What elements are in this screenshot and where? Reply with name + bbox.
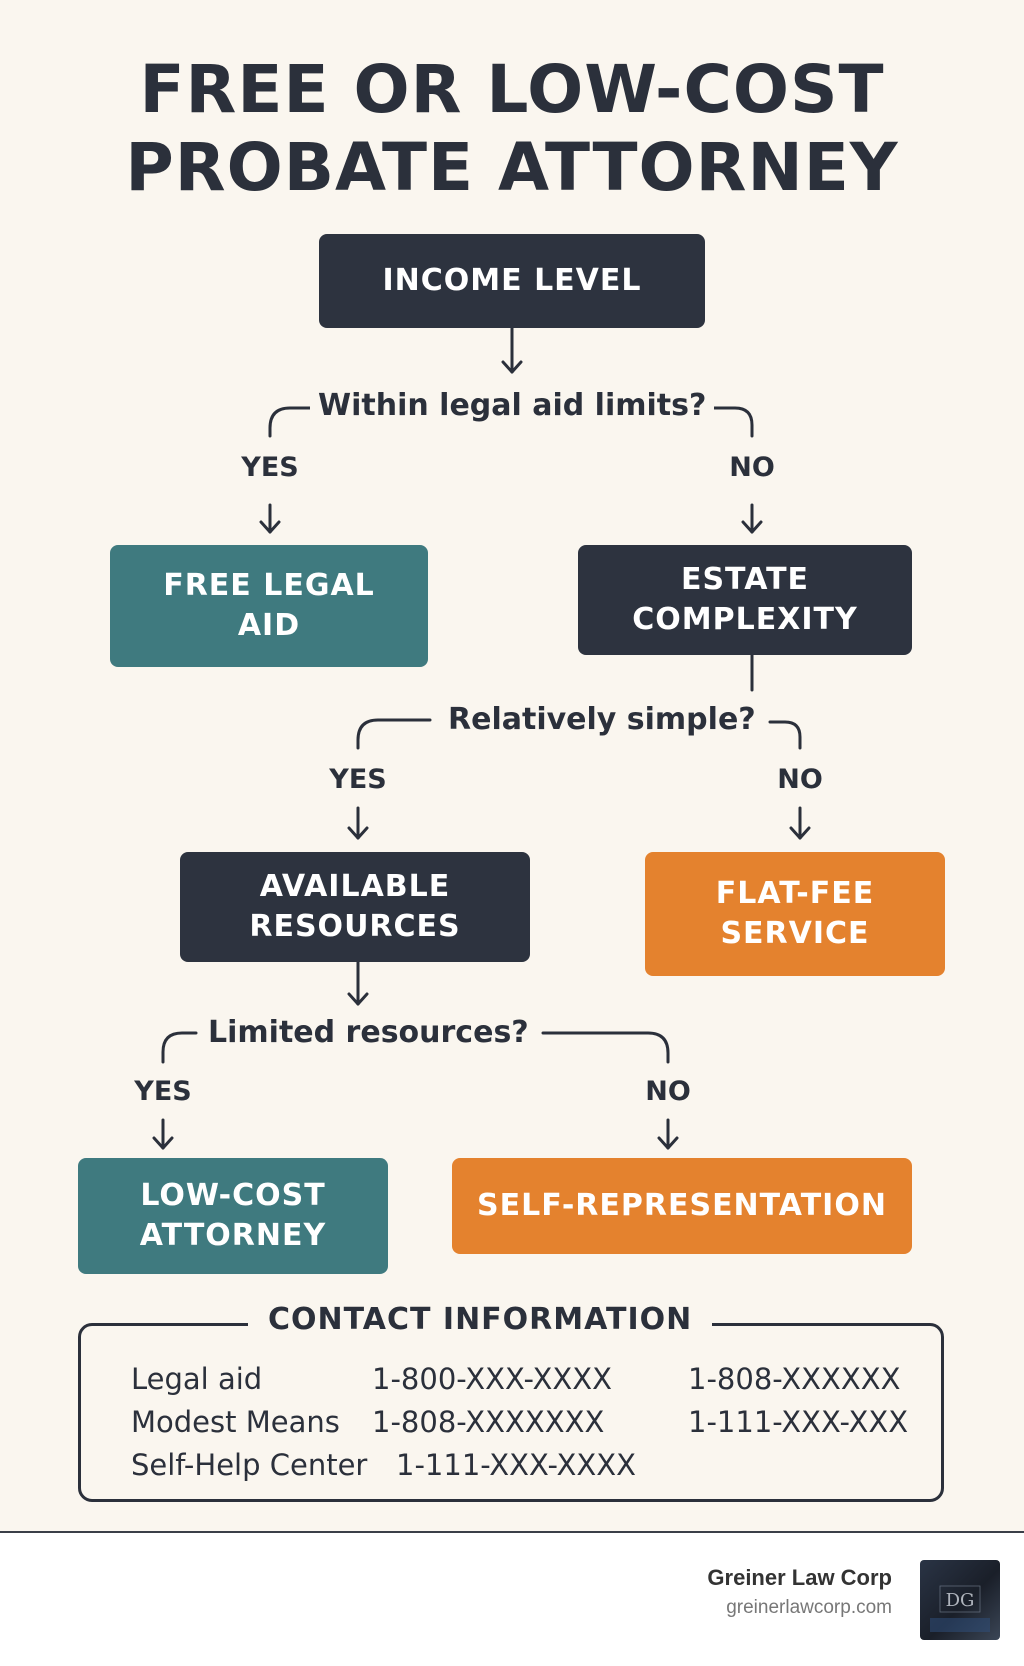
- arrowhead-q3-no: [657, 1136, 679, 1150]
- contact-row-1-phone-2: 1-808-XXXXXX: [688, 1362, 901, 1396]
- node-flat-fee-service-line2: SERVICE: [720, 916, 870, 951]
- node-flat-fee-service-line1: FLAT-FEE: [715, 876, 875, 911]
- node-available-resources: AVAILABLE RESOURCES: [180, 852, 530, 962]
- connector-q2-left: [356, 718, 432, 750]
- question-relatively-simple: Relatively simple?: [440, 702, 764, 737]
- node-income-level-label: INCOME LEVEL: [382, 263, 642, 298]
- brand-url[interactable]: greinerlawcorp.com: [726, 1597, 892, 1618]
- branch-q2-no: NO: [777, 764, 823, 795]
- contact-row-2-name: Modest Means: [131, 1405, 340, 1439]
- contact-information-heading: CONTACT INFORMATION: [248, 1302, 713, 1337]
- node-free-legal-aid-line1: FREE LEGAL: [163, 568, 375, 603]
- branch-q3-yes: YES: [134, 1076, 192, 1107]
- node-self-representation: SELF-REPRESENTATION: [452, 1158, 912, 1254]
- arrowhead-income: [501, 360, 523, 374]
- node-income-level: INCOME LEVEL: [319, 234, 705, 328]
- arrowhead-q2-yes: [347, 826, 369, 840]
- contact-row-3-phone-1: 1-111-XXX-XXXX: [396, 1448, 636, 1482]
- brand-logo: DG: [920, 1560, 1000, 1640]
- branch-q1-no: NO: [729, 452, 775, 483]
- branch-q3-no: NO: [645, 1076, 691, 1107]
- node-flat-fee-service: FLAT-FEE SERVICE: [645, 852, 945, 976]
- connector-q2-right: [768, 720, 802, 750]
- node-available-resources-line2: RESOURCES: [249, 909, 461, 944]
- node-free-legal-aid: FREE LEGAL AID: [110, 545, 428, 667]
- page-title-line-2: PROBATE ATTORNEY: [125, 129, 899, 206]
- node-low-cost-attorney: LOW-COST ATTORNEY: [78, 1158, 388, 1274]
- connector-q1-right: [710, 406, 754, 438]
- contact-row-3-name: Self-Help Center: [131, 1448, 368, 1482]
- branch-q2-yes: YES: [329, 764, 387, 795]
- connector-q1-left: [268, 406, 316, 438]
- node-available-resources-line1: AVAILABLE: [259, 869, 451, 904]
- node-low-cost-attorney-line1: LOW-COST: [140, 1178, 326, 1213]
- node-estate-complexity-line2: COMPLEXITY: [632, 602, 858, 637]
- arrowhead-q1-no: [741, 520, 763, 534]
- question-limited-resources: Limited resources?: [200, 1015, 537, 1050]
- contact-row-1-name: Legal aid: [131, 1362, 263, 1396]
- footer-divider: [0, 1531, 1024, 1533]
- branch-q1-yes: YES: [241, 452, 299, 483]
- brand-name: Greiner Law Corp: [707, 1565, 892, 1590]
- node-free-legal-aid-line2: AID: [237, 608, 301, 643]
- footer: [0, 1533, 1024, 1666]
- connector-q3-left: [161, 1031, 198, 1064]
- node-self-representation-label: SELF-REPRESENTATION: [477, 1188, 887, 1223]
- arrowhead-q2-no: [789, 826, 811, 840]
- arrowhead-q3-yes: [152, 1136, 174, 1150]
- node-low-cost-attorney-line2: ATTORNEY: [139, 1218, 327, 1253]
- brand-logo-monogram: DG: [946, 1590, 975, 1611]
- contact-row-2-phone-1: 1-808-XXXXXXX: [372, 1405, 605, 1439]
- arrowhead-q1-yes: [259, 520, 281, 534]
- node-estate-complexity: ESTATE COMPLEXITY: [578, 545, 912, 655]
- contact-row-2-phone-2: 1-111-XXX-XXX: [688, 1405, 909, 1439]
- page-title-line-1: FREE OR LOW-COST: [139, 51, 885, 128]
- question-within-legal-aid-limits: Within legal aid limits?: [310, 388, 715, 423]
- arrowhead-resources: [347, 992, 369, 1006]
- contact-row-1-phone-1: 1-800-XXX-XXXX: [372, 1362, 612, 1396]
- connector-q3-right: [541, 1031, 670, 1064]
- node-estate-complexity-line1: ESTATE: [680, 562, 810, 597]
